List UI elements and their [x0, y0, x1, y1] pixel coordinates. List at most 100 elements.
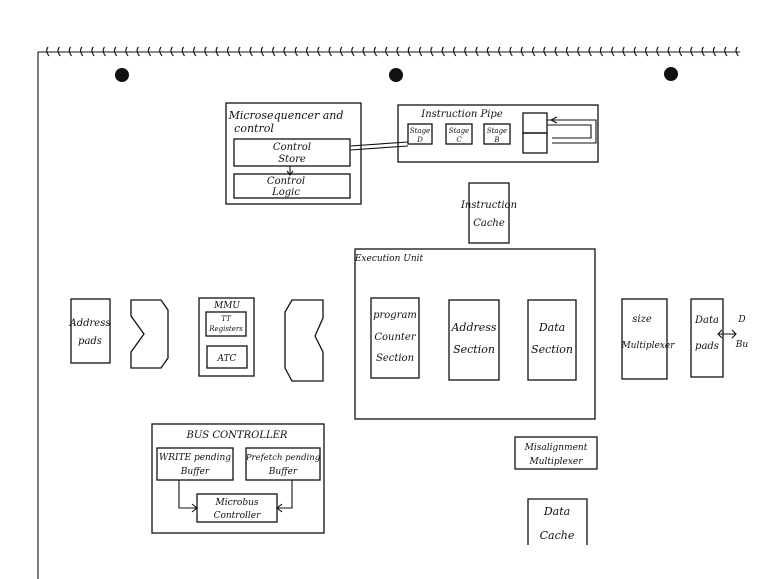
spiral-coil: [532, 46, 536, 57]
microsequencer-title-1: Microsequencer and: [228, 109, 344, 122]
write-buffer-label-1: WRITE pending: [159, 453, 231, 463]
control-store-label-2: Store: [278, 154, 306, 165]
atc-box: [206, 345, 248, 369]
bus-controller-block: BUS CONTROLLER WRITE pending Buffer Pref…: [151, 423, 325, 534]
stage-d-label-1: Stage: [410, 127, 430, 135]
size-multiplexer-label-1: size: [632, 314, 652, 325]
stage-d-label-2: D: [416, 136, 423, 144]
spiral-coil: [215, 46, 219, 57]
instruction-cache-block: Instruction Cache: [460, 182, 517, 244]
tt-registers-label-1: TT: [221, 315, 232, 323]
stage-c-box: [445, 123, 473, 145]
notebook-spiral-edge: [37, 46, 740, 579]
spiral-coil: [339, 46, 344, 57]
spiral-coil: [565, 46, 570, 57]
pipe-register-bottom: [522, 132, 548, 154]
stage-b-label-1: Stage: [487, 127, 507, 135]
instruction-pipe-title: Instruction Pipe: [420, 109, 503, 120]
binder-hole-center: [389, 68, 403, 82]
execution-unit-block: Execution Unit program Counter Section A…: [354, 248, 596, 420]
tt-registers-box: [205, 311, 247, 337]
spiral-coil: [475, 46, 479, 57]
stage-b-label-2: B: [493, 136, 499, 144]
bus-controller-title: BUS CONTROLLER: [186, 430, 288, 441]
spiral-coil: [509, 46, 513, 57]
spiral-coil: [486, 46, 491, 57]
pc-section-label-1: program: [373, 310, 417, 321]
misalignment-multiplexer-block: Misalignment Multiplexer: [514, 436, 598, 470]
pc-section-label-3: Section: [376, 353, 414, 364]
data-pads-label-1: Data: [694, 315, 719, 326]
spiral-coil: [678, 46, 683, 57]
spiral-coil: [735, 46, 739, 57]
prefetch-pending-buffer-box: [245, 447, 321, 481]
prefetch-buffer-label-2: Buffer: [268, 467, 298, 477]
spiral-coil: [57, 46, 61, 57]
spiral-coil: [543, 46, 547, 57]
spiral-coil: [80, 46, 84, 57]
spiral-coil: [441, 46, 445, 57]
write-pending-buffer-box: [156, 447, 234, 481]
spiral-coil: [712, 46, 717, 57]
address-pads-block: Address pads: [69, 298, 111, 364]
spiral-coil: [452, 46, 457, 57]
spiral-coil: [622, 46, 626, 57]
size-multiplexer-block: size Multiplexer: [620, 298, 675, 380]
spiral-coil: [317, 46, 321, 57]
control-store-label-1: Control: [273, 142, 311, 153]
control-logic-label-1: Control: [267, 176, 305, 187]
external-bus-label-top: D: [737, 315, 745, 325]
spiral-coil: [554, 46, 558, 57]
spiral-coil: [170, 46, 174, 57]
spiral-coil: [193, 46, 197, 57]
spiral-coil: [701, 46, 705, 57]
pc-section-label-2: Counter: [374, 332, 416, 343]
spiral-coil: [181, 46, 186, 57]
microsequencer-title-2: control: [234, 122, 274, 135]
spiral-coil: [306, 46, 310, 57]
spiral-coil: [294, 46, 299, 57]
mmu-block: MMU TT Registers ATC: [198, 297, 255, 377]
microsequencer-block: Microsequencer and control Control Store…: [225, 102, 362, 205]
program-counter-section-box: [370, 297, 420, 379]
spiral-coil: [272, 46, 276, 57]
data-section-label-1: Data: [538, 321, 565, 334]
spiral-coil: [690, 46, 694, 57]
spiral-coil: [283, 46, 287, 57]
control-store-box: [233, 138, 351, 167]
spiral-coil: [136, 46, 140, 57]
spiral-coil: [204, 46, 208, 57]
stage-c-label-1: Stage: [449, 127, 469, 135]
spiral-coil: [667, 46, 671, 57]
binder-hole-left: [115, 68, 129, 82]
spiral-coil: [577, 46, 581, 57]
spiral-coil: [351, 46, 355, 57]
address-section-label-1: Address: [450, 321, 496, 334]
data-cache-label-1: Data: [543, 505, 570, 518]
address-multiplexer-shape-right: [284, 299, 324, 382]
stage-b-box: [483, 123, 511, 145]
spiral-coil: [102, 46, 106, 57]
spiral-coil: [260, 46, 265, 57]
data-pads-label-2: pads: [695, 341, 719, 352]
spiral-coil: [125, 46, 129, 57]
spiral-coil: [645, 46, 649, 57]
spiral-coil: [238, 46, 242, 57]
spiral-coil: [724, 46, 728, 57]
pipe-register-top: [522, 112, 548, 134]
atc-label: ATC: [217, 354, 237, 364]
write-buffer-label-2: Buffer: [180, 467, 210, 477]
spiral-coil: [419, 46, 423, 57]
address-multiplexer-shape-left: [130, 299, 169, 369]
control-logic-box: [233, 173, 351, 199]
prefetch-buffer-label-1: Prefetch pending: [245, 453, 321, 463]
spiral-coil: [328, 46, 332, 57]
spiral-coil: [373, 46, 378, 57]
spiral-coil: [396, 46, 400, 57]
spiral-coil: [91, 46, 95, 57]
mmu-title: MMU: [213, 301, 240, 311]
spiral-coil: [249, 46, 253, 57]
spiral-coil: [226, 46, 231, 57]
spiral-coil: [520, 46, 525, 57]
